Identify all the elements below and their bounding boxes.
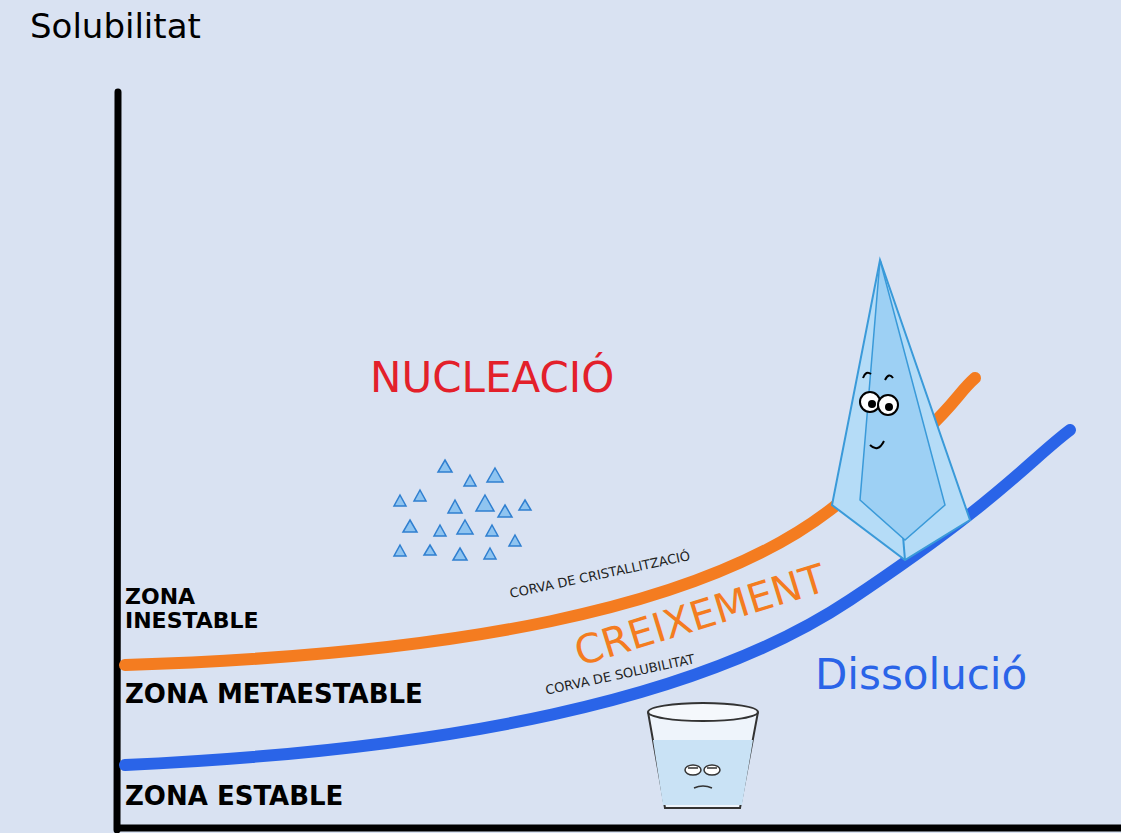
axis-label: Solubilitat	[30, 8, 201, 45]
zone-label: ZONA INESTABLE	[125, 585, 265, 633]
y-axis	[117, 92, 118, 830]
zone-label: ZONA ESTABLE	[125, 782, 343, 811]
zone-label: ZONA METAESTABLE	[125, 680, 423, 709]
x-axis	[114, 825, 1121, 832]
nuclei-cluster	[394, 460, 531, 560]
crystal-character	[832, 260, 970, 560]
region-title: NUCLEACIÓ	[370, 355, 614, 401]
region-title: Dissolució	[815, 652, 1027, 698]
glass-character	[648, 703, 758, 808]
